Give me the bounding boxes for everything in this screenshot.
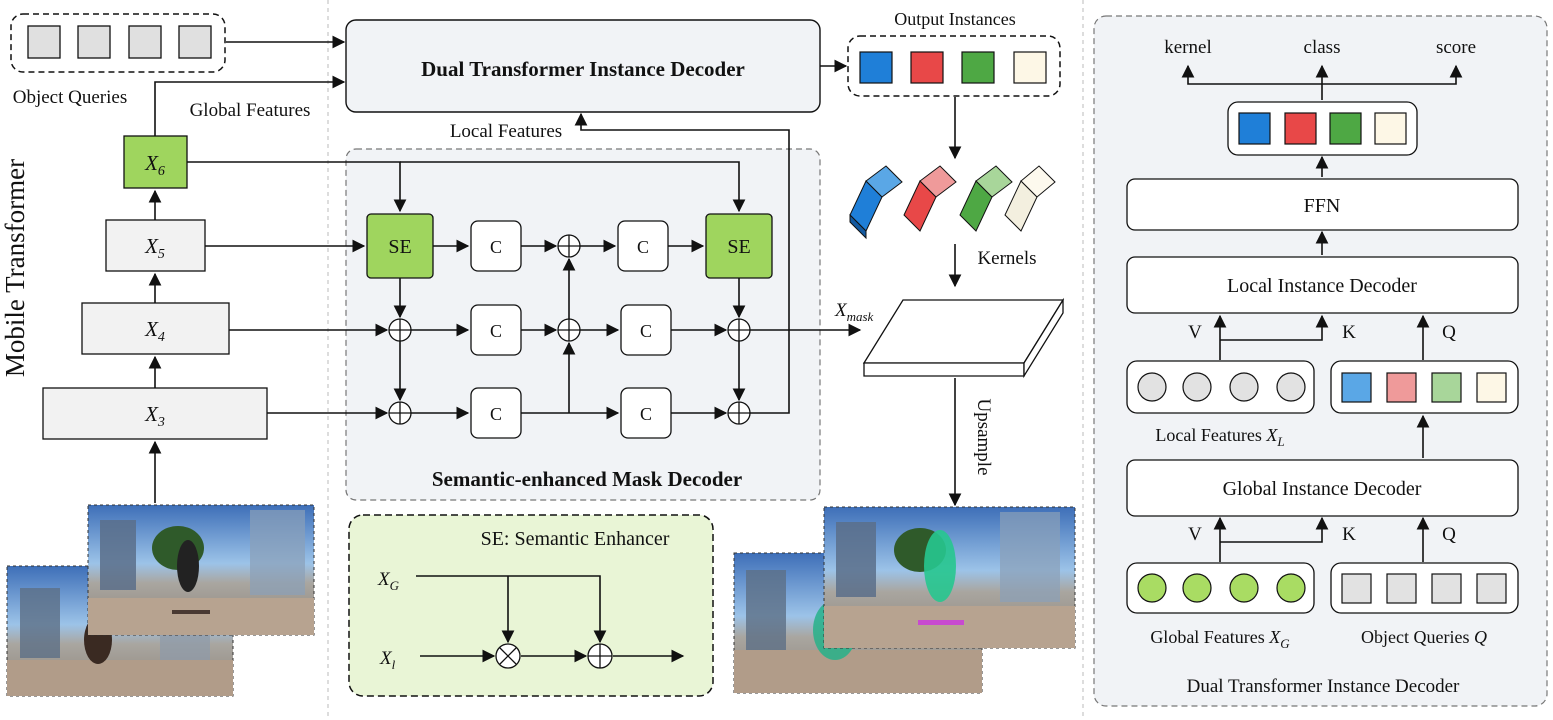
query-blue (1341, 372, 1372, 403)
se-block-right-label: SE (727, 236, 750, 258)
output-instances-label: Output Instances (894, 9, 1015, 29)
output-frame-front (823, 506, 1076, 649)
se-legend-xl: Xl (379, 648, 396, 672)
stage-x6 (123, 135, 188, 189)
conv-block-label: C (490, 404, 502, 424)
backbone-title: Mobile Transformer (0, 159, 30, 377)
instance-blue (859, 51, 893, 84)
kernels (849, 165, 1056, 240)
local-k-label: K (1342, 322, 1356, 343)
global-features-caption: Global Features XG (1150, 627, 1290, 651)
stage-x3 (42, 387, 268, 440)
output-kernel-label: kernel (1164, 37, 1211, 58)
multiply-node (495, 643, 521, 669)
input-frame-front (87, 504, 315, 636)
output-instances-group (847, 35, 1061, 97)
global-instance-decoder-label: Global Instance Decoder (1223, 478, 1422, 500)
dual-transformer-decoder-title: Dual Transformer Instance Decoder (421, 57, 745, 81)
se-legend-xg: XG (377, 569, 400, 593)
conv-block-label: C (640, 321, 652, 341)
local-features-label: Local Features (450, 121, 562, 142)
query-cream (1476, 372, 1507, 403)
global-q-label: Q (1442, 524, 1456, 545)
query-square (77, 25, 111, 59)
local-features-box (1126, 360, 1315, 414)
instance-queries-box (1330, 360, 1519, 414)
global-feature-token (1229, 573, 1259, 603)
global-feature-token (1276, 573, 1306, 603)
conv-block-label: C (490, 321, 502, 341)
local-features-caption: Local Features XL (1155, 425, 1284, 449)
se-legend (348, 514, 714, 697)
add-node (587, 643, 613, 669)
query-red (1386, 372, 1417, 403)
global-k-label: K (1342, 524, 1356, 545)
query-square (1386, 573, 1417, 604)
se-legend-title: SE: Semantic Enhancer (481, 528, 670, 550)
object-queries-label: Object Queries (13, 87, 127, 108)
ffn-label: FFN (1304, 195, 1341, 217)
query-square (128, 25, 162, 59)
query-square (27, 25, 61, 59)
stage-x4-label: X4 (144, 317, 165, 345)
local-feature-token (1276, 372, 1306, 402)
instance-green (961, 51, 995, 84)
right-panel-title: Dual Transformer Instance Decoder (1187, 676, 1460, 697)
object-queries-caption: Object Queries Q (1361, 627, 1487, 647)
query-square (178, 25, 212, 59)
stage-x4 (81, 302, 230, 355)
se-block-left-label: SE (388, 236, 411, 258)
conv-block-label: C (640, 404, 652, 424)
upsample-label: Upsample (973, 398, 994, 475)
instance-red (1284, 112, 1317, 145)
kernels-label: Kernels (977, 248, 1036, 269)
instance-cream (1374, 112, 1407, 145)
query-square (1476, 573, 1507, 604)
instance-green (1329, 112, 1362, 145)
local-instance-decoder-box (1126, 256, 1519, 314)
conv-block-label: C (637, 237, 649, 257)
object-queries-box (1330, 562, 1519, 614)
stage-x6-label: X6 (144, 151, 165, 179)
stage-x3-label: X3 (144, 402, 165, 430)
instance-blue (1238, 112, 1271, 145)
query-square (1341, 573, 1372, 604)
mask-plate (862, 297, 1065, 379)
conv-block-label: C (490, 237, 502, 257)
local-instance-decoder-label: Local Instance Decoder (1227, 275, 1417, 297)
local-q-label: Q (1442, 322, 1456, 343)
instance-red (910, 51, 944, 84)
global-features-box (1126, 562, 1315, 614)
x-mask-label: Xmask (834, 300, 874, 324)
local-feature-token (1229, 372, 1259, 402)
query-square (1431, 573, 1462, 604)
global-feature-token (1182, 573, 1212, 603)
local-feature-token (1182, 372, 1212, 402)
global-v-label: V (1188, 524, 1202, 545)
local-feature-token (1137, 372, 1167, 402)
ffn-box (1126, 178, 1519, 231)
object-queries-group (10, 13, 226, 73)
stage-x5-label: X5 (144, 234, 165, 262)
stage-x5 (105, 219, 206, 272)
global-instance-decoder-box (1126, 459, 1519, 517)
query-green (1431, 372, 1462, 403)
global-feature-token (1137, 573, 1167, 603)
output-score-label: score (1436, 37, 1476, 58)
local-v-label: V (1188, 322, 1202, 343)
mask-decoder-title: Semantic-enhanced Mask Decoder (432, 467, 742, 491)
instance-cream (1013, 51, 1047, 84)
output-class-label: class (1304, 37, 1341, 58)
global-features-label: Global Features (190, 100, 311, 121)
output-instances-box (1227, 101, 1418, 156)
